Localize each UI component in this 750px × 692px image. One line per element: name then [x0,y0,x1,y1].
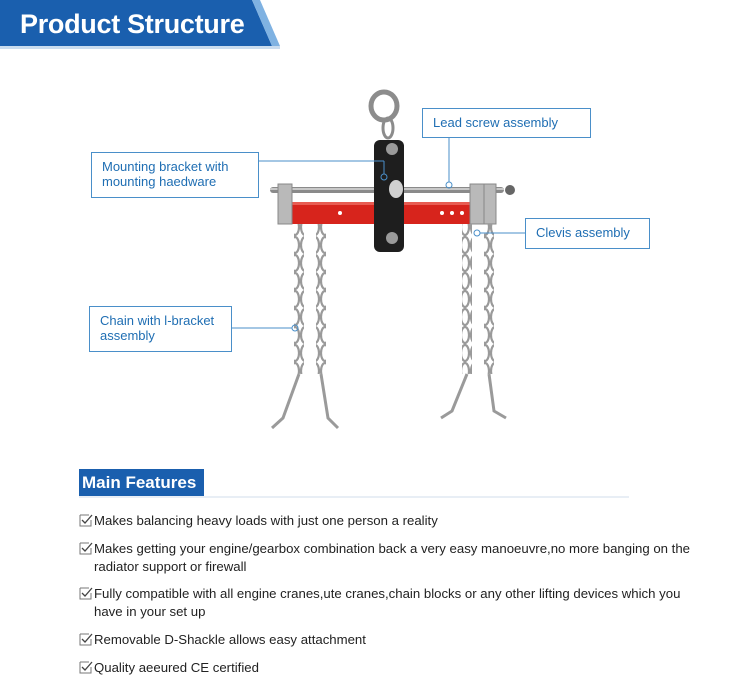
callout-leaders [232,137,525,332]
feature-item: Makes balancing heavy loads with just on… [79,512,739,530]
mounting-bracket [374,140,404,252]
page-title: Product Structure [20,9,245,39]
feature-item: Makes getting your engine/gearbox combin… [79,540,739,576]
callout-line: Chain with l-bracket [100,313,215,328]
callout-line: mounting haedware [102,174,217,189]
feature-text: Removable D-Shackle allows easy attachme… [94,632,366,647]
checkbox-icon [79,542,93,555]
banner-shape [0,0,280,49]
callout-line: assembly [100,328,155,343]
side-brackets [277,183,497,225]
right-chains [440,224,507,420]
header-banner: Product Structure [0,0,750,56]
feature-text: have in your set up [94,604,206,619]
feature-text: Makes getting your engine/gearbox combin… [94,541,691,556]
feature-text: radiator support or firewall [94,559,247,574]
checkbox-icon [79,587,93,600]
callout-lead-screw: Lead screw assembly [422,108,591,138]
checkbox-icon [79,633,93,646]
feature-text: Makes balancing heavy loads with just on… [94,513,438,528]
feature-text: Quality aeeured CE certified [94,660,259,675]
features-heading: Main Features [79,469,205,496]
feature-text: Fully compatible with all engine cranes,… [94,586,681,601]
feature-item: Removable D-Shackle allows easy attachme… [79,631,739,649]
top-ring [368,89,400,140]
product-diagram: Mounting bracket with mounting haedware … [0,56,750,456]
callout-chain-bracket: Chain with l-bracket assembly [89,306,232,352]
left-chains [270,224,340,430]
checkbox-icon [79,514,93,527]
callout-line: Clevis assembly [536,225,630,240]
callout-line: Lead screw assembly [433,115,558,130]
features-divider [79,496,629,498]
feature-item: Quality aeeured CE certified [79,659,739,677]
callout-mounting-bracket: Mounting bracket with mounting haedware [91,152,259,198]
load-leveler-illustration [232,89,525,430]
checkbox-icon [79,661,93,674]
callout-clevis: Clevis assembly [525,218,650,249]
callout-line: Mounting bracket with [102,159,229,174]
feature-item: Fully compatible with all engine cranes,… [79,585,739,621]
